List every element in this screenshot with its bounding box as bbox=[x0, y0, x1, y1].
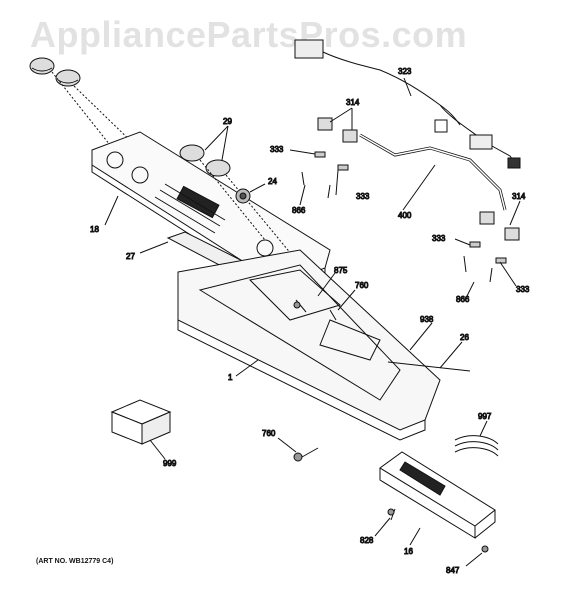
parts-box bbox=[110, 399, 172, 445]
callout-323: 323 bbox=[398, 67, 412, 76]
callout-938: 938 bbox=[420, 315, 434, 324]
callout-333-mid: 333 bbox=[432, 234, 446, 243]
knob-pair-right bbox=[179, 144, 293, 256]
callout-875: 875 bbox=[334, 266, 348, 275]
encoder-knob bbox=[235, 188, 251, 204]
callout-24: 24 bbox=[268, 177, 277, 186]
callout-16: 16 bbox=[404, 547, 413, 556]
callout-29: 29 bbox=[223, 117, 232, 126]
callout-333-bottom: 333 bbox=[516, 285, 530, 294]
callout-760-top: 760 bbox=[355, 281, 369, 290]
control-board bbox=[379, 451, 496, 553]
leader-lines bbox=[104, 77, 521, 567]
callout-314-top: 314 bbox=[346, 98, 360, 107]
callout-314-right: 314 bbox=[512, 192, 526, 201]
callout-997: 997 bbox=[478, 412, 492, 421]
wire-bundle bbox=[454, 435, 499, 457]
art-number: (ART NO. WB12779 C4) bbox=[36, 558, 114, 565]
callout-760-bottom: 760 bbox=[262, 429, 276, 438]
igniter-switches-top bbox=[317, 117, 520, 241]
callout-999: 999 bbox=[163, 459, 177, 468]
callout-828: 828 bbox=[360, 536, 374, 545]
callout-847: 847 bbox=[446, 566, 460, 575]
callout-333-top-right: 333 bbox=[356, 192, 370, 201]
callout-18: 18 bbox=[90, 225, 99, 234]
callout-400: 400 bbox=[398, 211, 412, 220]
callout-866-top: 866 bbox=[292, 206, 306, 215]
watermark-text: AppliancePartsPros.com bbox=[30, 14, 468, 55]
knob-pair-left bbox=[29, 57, 141, 151]
hardware-screws bbox=[293, 299, 337, 462]
backsplash-frame bbox=[177, 249, 471, 441]
callout-866-bottom: 866 bbox=[456, 295, 470, 304]
wire-harness-top bbox=[294, 39, 521, 169]
callout-26: 26 bbox=[460, 333, 469, 342]
switch-wire-400 bbox=[359, 133, 507, 211]
callout-1: 1 bbox=[228, 373, 233, 382]
callout-27: 27 bbox=[126, 252, 135, 261]
callout-333-top-left: 333 bbox=[270, 145, 284, 154]
